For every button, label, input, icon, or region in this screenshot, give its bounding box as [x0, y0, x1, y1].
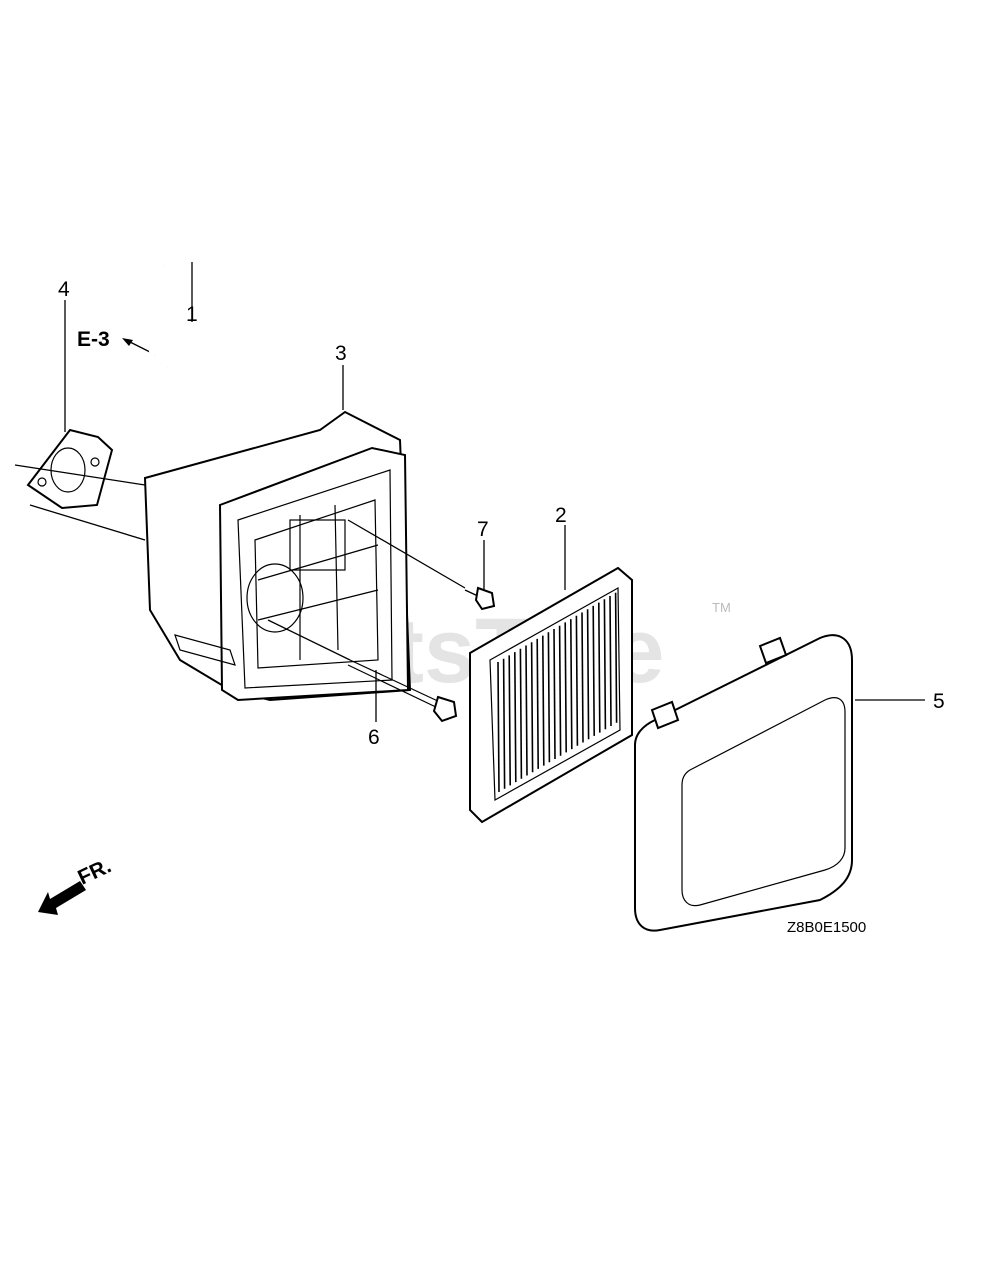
filter-pleat [586, 609, 590, 740]
reference-label: E-3 [77, 328, 110, 351]
callout-4: 4 [58, 278, 70, 301]
reference-arrow-icon [122, 338, 151, 353]
callout-leaders [64, 262, 925, 722]
trademark-symbol: TM [712, 600, 731, 615]
filter-pleat [598, 602, 601, 733]
filter-pleat [525, 645, 528, 776]
filter-pleat [497, 661, 500, 793]
filter-pleat [609, 595, 612, 727]
callout-5: 5 [933, 690, 945, 713]
part-6-bolt[interactable] [347, 659, 458, 723]
front-direction-marker: FR. [38, 854, 115, 915]
callout-3: 3 [335, 342, 347, 365]
filter-pleat [614, 592, 618, 723]
part-7-bolt[interactable] [464, 586, 496, 611]
filter-pleat [553, 628, 556, 760]
front-arrow-icon [38, 881, 86, 915]
part-5-cover[interactable] [634, 634, 853, 932]
filter-pleat [547, 632, 551, 763]
filter-pleat [536, 638, 539, 769]
assembly-lines [14, 464, 466, 661]
part-3-air-cleaner-case[interactable] [143, 410, 412, 702]
callout-7: 7 [477, 518, 489, 541]
filter-pleat [542, 635, 545, 766]
filter-pleat [581, 612, 584, 743]
filter-pleat [519, 648, 523, 779]
filter-pleat [570, 619, 573, 750]
filter-pleat [508, 655, 511, 786]
filter-pleat [603, 599, 607, 730]
filter-pleat [592, 605, 595, 736]
filter-pleat [558, 625, 562, 756]
part-4-gasket[interactable] [26, 428, 114, 510]
callout-6: 6 [368, 726, 380, 749]
part-2-filter-element[interactable] [469, 566, 633, 824]
filter-pleat [502, 658, 506, 789]
filter-pleat [514, 652, 517, 783]
diagram-code: Z8B0E1500 [787, 919, 866, 936]
callout-2: 2 [555, 504, 567, 527]
part-1-breather-hose[interactable] [139, 259, 210, 370]
filter-pleat [530, 642, 534, 773]
filter-pleat [575, 615, 579, 746]
filter-pleats [497, 592, 618, 793]
callout-1: 1 [186, 303, 198, 326]
filter-pleat [564, 622, 567, 753]
reference-e3[interactable]: E-3 [77, 328, 151, 353]
